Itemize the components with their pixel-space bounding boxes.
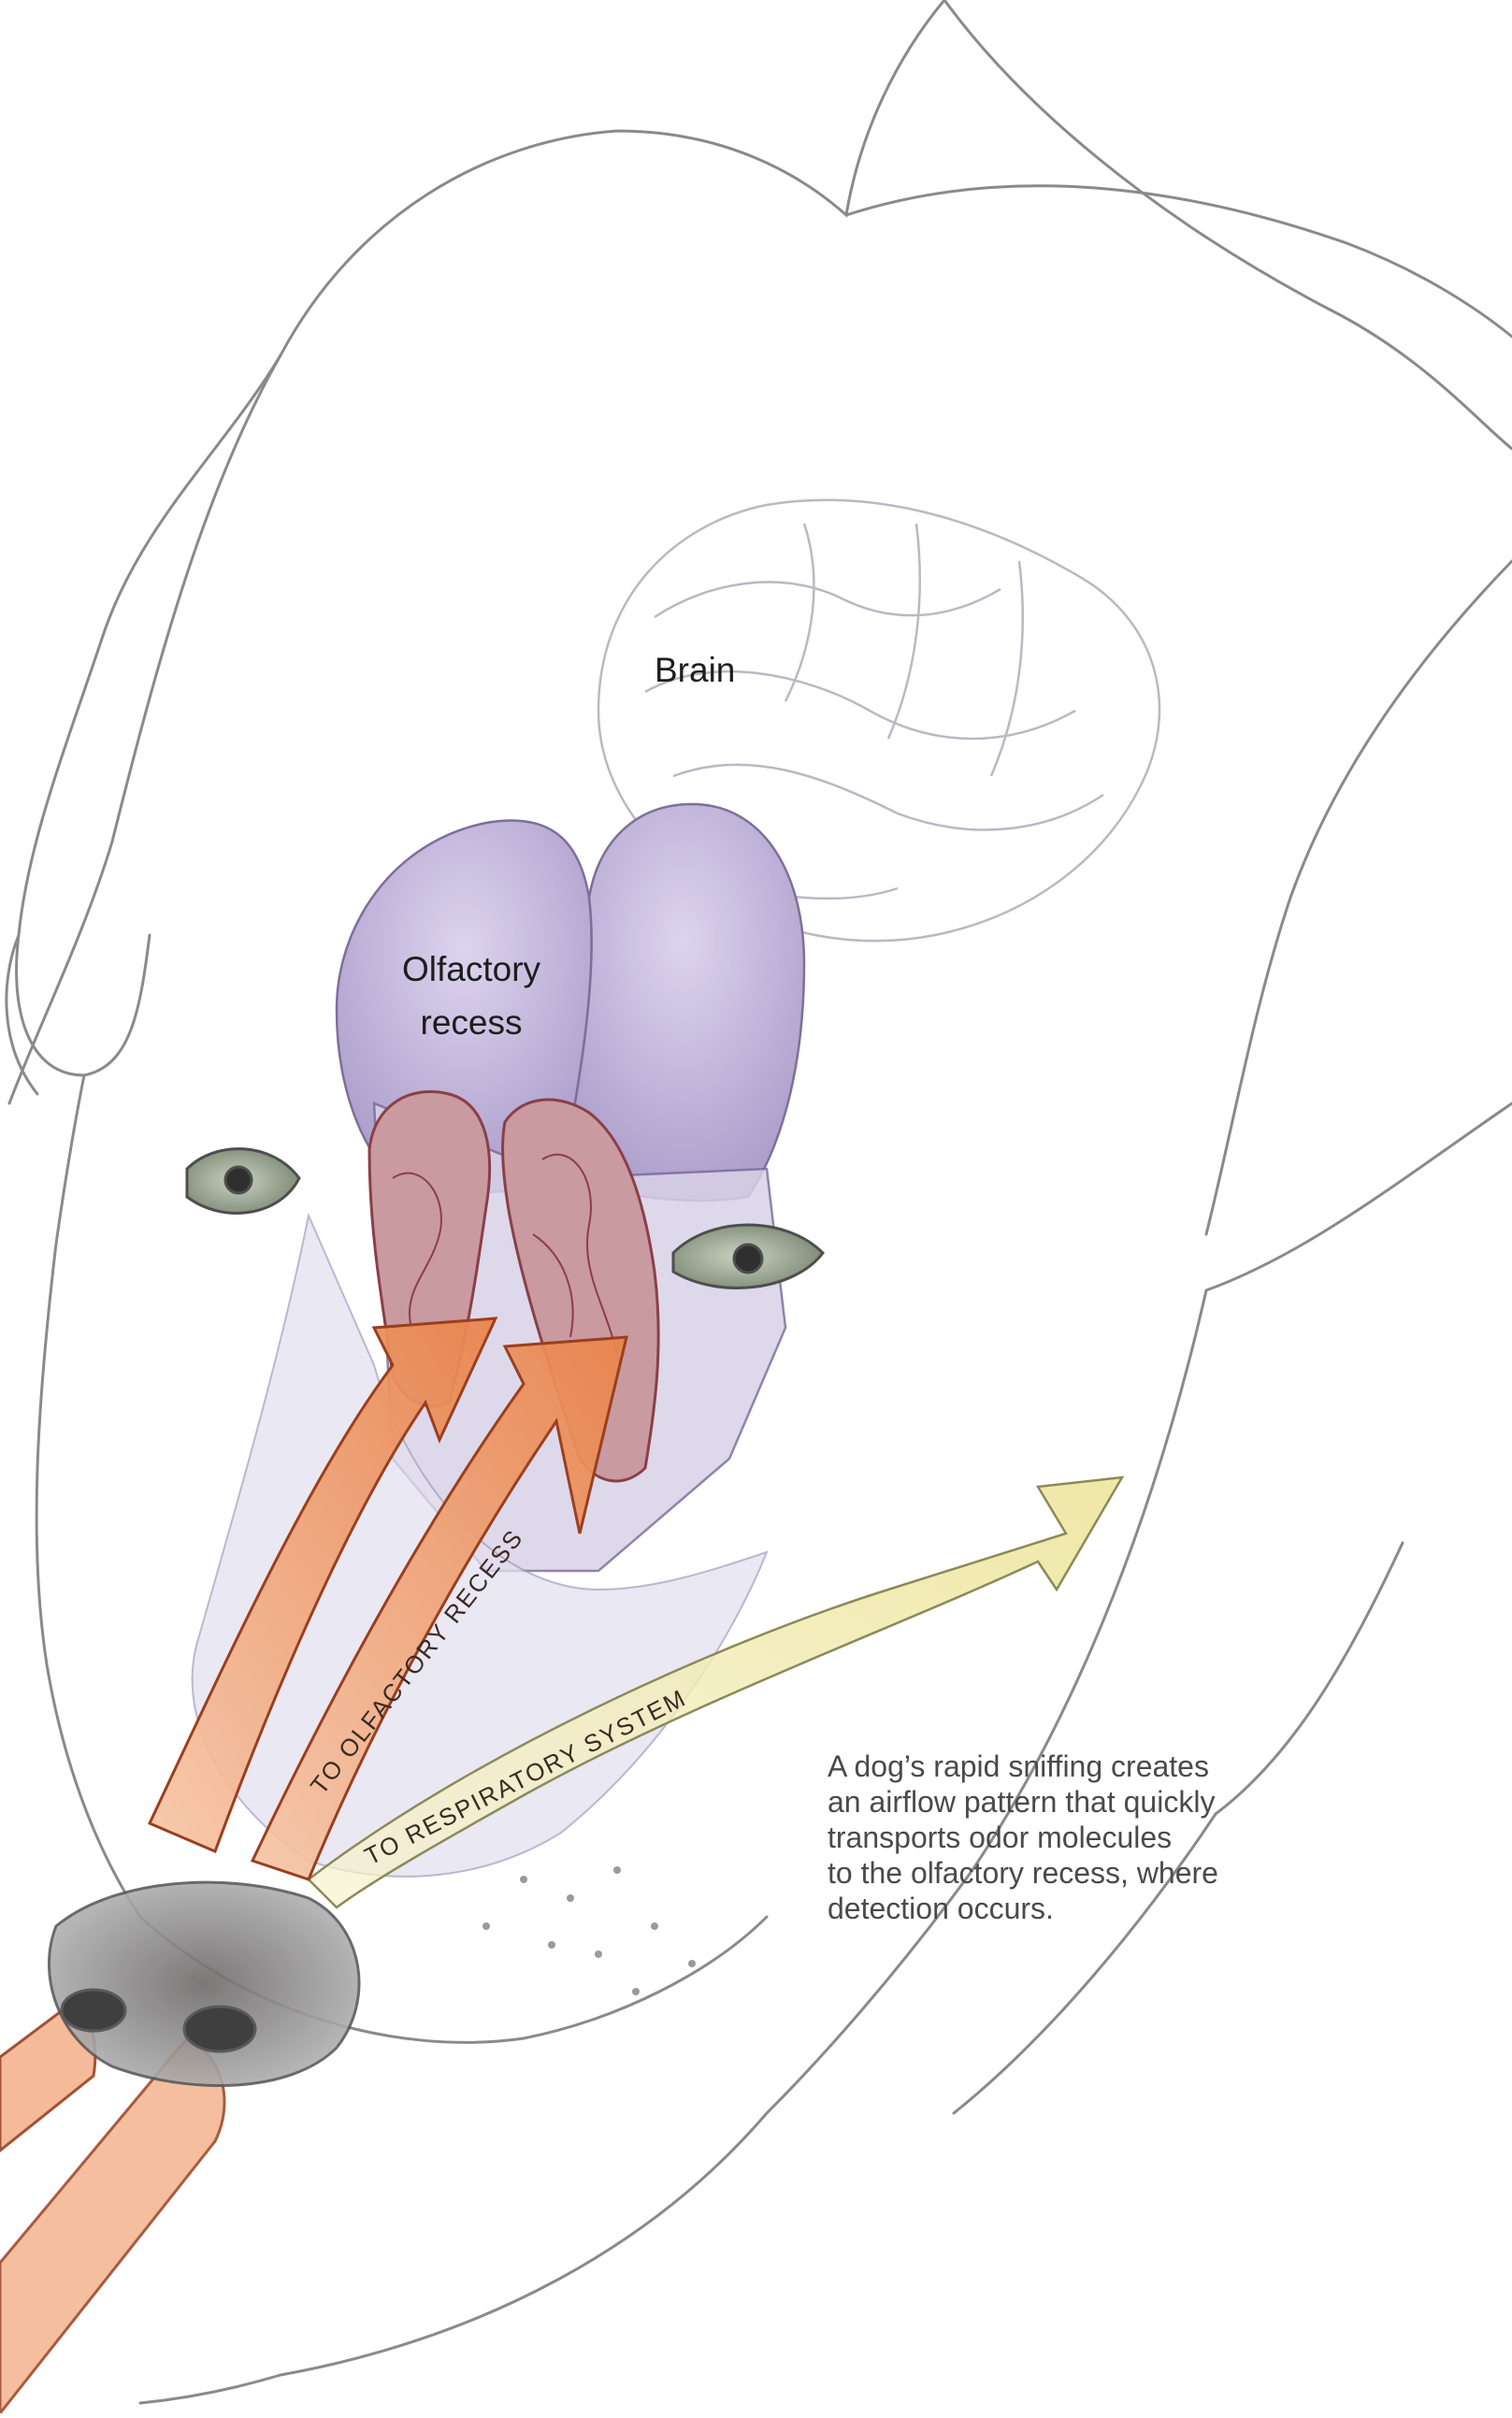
olfactory-recess-label: Olfactory recess bbox=[402, 943, 540, 1049]
whisker-dots bbox=[482, 1866, 696, 1995]
caption: A dog’s rapid sniffing creates an airflo… bbox=[828, 1749, 1351, 1926]
brain-label: Brain bbox=[655, 651, 735, 690]
olfactory-recess-label-line1: Olfactory bbox=[402, 943, 540, 996]
caption-line: an airflow pattern that quickly bbox=[828, 1784, 1351, 1820]
eye-left bbox=[187, 1149, 299, 1214]
caption-line: A dog’s rapid sniffing creates bbox=[828, 1749, 1351, 1784]
caption-line: to the olfactory recess, where bbox=[828, 1855, 1351, 1891]
olfactory-recess-label-line2: recess bbox=[402, 996, 540, 1049]
caption-line: detection occurs. bbox=[828, 1891, 1351, 1926]
nose bbox=[50, 1882, 360, 2085]
caption-line: transports odor molecules bbox=[828, 1820, 1351, 1855]
